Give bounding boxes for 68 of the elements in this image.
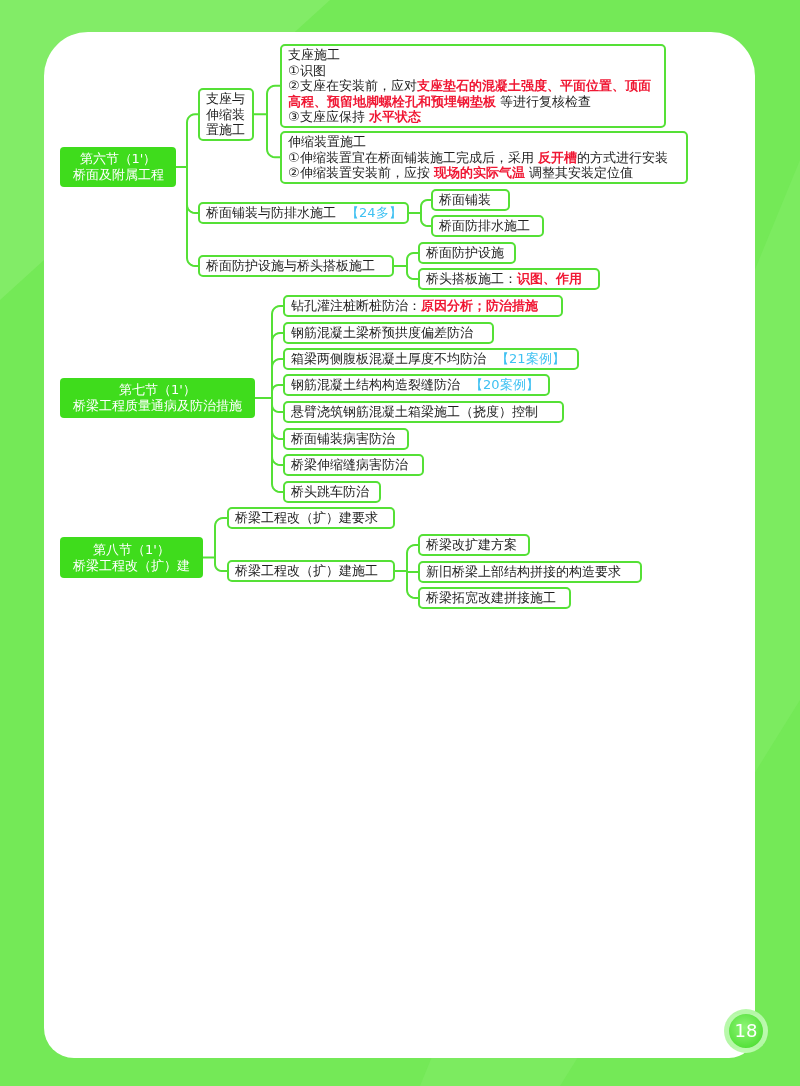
connector-line [253,84,281,159]
connector-line [202,517,228,572]
node-text: 钢筋混凝土梁桥预拱度偏差防治 [291,325,473,340]
node-text: 钻孔灌注桩断桩防治：原因分析；防治措施 [291,298,538,313]
topic-node [198,88,254,141]
section-node [60,537,203,578]
connector-line [175,113,199,267]
topic-node [280,131,688,184]
topic-node [418,561,642,583]
node-text: ①伸缩装置宜在桥面铺装施工完成后，采用 反开槽的方式进行安装 [288,149,669,165]
topic-node [431,215,544,237]
node-text: 桥面铺装 [439,192,491,207]
node-text: 支座与伸缩装置施工 [206,91,246,138]
node-text: 桥梁改扩建方案 [426,537,517,552]
section-node [60,378,255,418]
exam-tag: 【20案例】 [470,377,539,392]
node-text: ①识图 [288,62,327,78]
node-text: 桥梁伸缩缝病害防治 [291,457,408,472]
topic-node [280,44,666,128]
section-title: 第八节（1'） [93,541,170,558]
topic-node [283,401,564,423]
section-title: 桥梁工程质量通病及防治措施 [73,398,242,414]
node-text: 新旧桥梁上部结构拼接的构造要求 [426,564,621,579]
node-text: ②支座在安装前，应对支座垫石的混凝土强度、平面位置、顶面高程、预留地脚螺栓孔和预埋钢垫板 等进行复核检查 [288,78,652,109]
topic-node [418,534,530,556]
node-text: 桥面防排水施工 [439,218,530,233]
node-text: 悬臂浇筑钢筋混凝土箱梁施工（挠度）控制 [291,404,538,419]
node-text: 箱梁两侧腹板混凝土厚度不均防治 [291,351,486,366]
node-text: 钢筋混凝土结构构造裂缝防治 [291,377,460,392]
topic-node [283,428,409,450]
connector-line [408,199,432,227]
section-title: 第六节（1'） [79,151,157,167]
topic-node [418,242,516,264]
node-text: 桥头搭板施工：识图、作用 [426,271,582,286]
node-text: 桥面防护设施与桥头搭板施工 [206,258,375,273]
node-heading: 伸缩装置施工 [288,134,367,150]
connector-line [394,544,419,599]
topic-node [283,374,550,396]
section-title: 第七节（1'） [119,382,196,398]
topic-node [227,507,395,529]
node-text: 桥梁工程改（扩）建施工 [235,563,378,578]
node-text: 桥面铺装与防排水施工 [206,205,336,220]
connector-line [254,305,284,493]
section-title: 桥面及附属工程 [72,167,164,183]
node-text: 桥面铺装病害防治 [291,431,395,446]
node-heading: 支座施工 [288,47,341,63]
topic-node [198,255,394,277]
topic-node [198,202,409,224]
topic-node [283,295,563,317]
exam-tag: 【21案例】 [496,351,565,366]
node-text: 桥梁拓宽改建拼接施工 [426,590,556,605]
topic-node [283,348,579,370]
section-node [60,147,176,187]
node-text: 桥梁工程改（扩）建要求 [235,510,378,525]
topic-node [431,189,510,211]
node-text: ②伸缩装置安装前，应按 现场的实际气温 调整其安装定位值 [288,165,634,181]
topic-node [283,481,381,503]
exam-tag: 【24多】 [346,205,402,220]
node-text: 桥面防护设施 [426,245,504,260]
topic-node [418,587,571,609]
node-text: 桥头跳车防治 [291,484,369,499]
topic-node [418,268,600,290]
node-text: ③支座应保持 水平状态 [288,109,422,125]
topic-node [283,454,424,476]
topic-node [283,322,494,344]
topic-node [227,560,395,582]
connector-line [393,252,419,280]
section-title: 桥梁工程改（扩）建 [73,557,190,574]
